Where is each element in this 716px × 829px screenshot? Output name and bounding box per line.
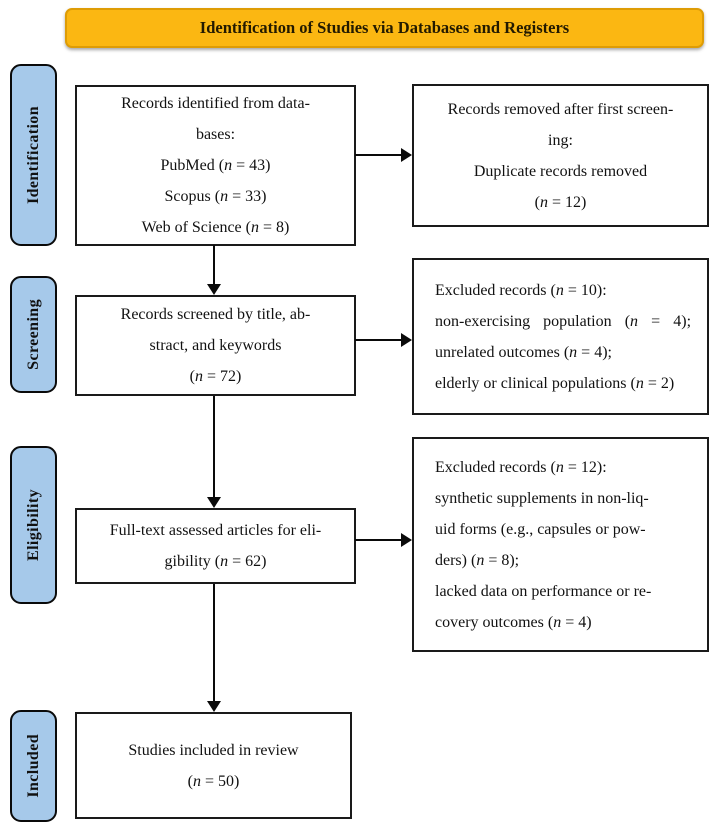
arrow-shaft: [355, 339, 401, 341]
text-line: elderly or clinical populations (n = 2): [435, 374, 675, 392]
arrow-shaft: [355, 154, 401, 156]
text-line: Scopus (n = 33): [164, 188, 267, 205]
text-line: covery outcomes (n = 4): [435, 613, 592, 631]
diagram-title: Identification of Studies via Databases …: [199, 18, 570, 37]
text-line: Records screened by title, ab-: [120, 306, 311, 323]
text-line: Records removed after first screen-: [447, 100, 674, 118]
stage-label-text: Eligibility: [24, 489, 42, 561]
arrow-down-icon: [207, 284, 221, 295]
text-line: gibility (n = 62): [164, 553, 267, 570]
text-line: Records identified from data-: [121, 95, 310, 112]
text-line: ing:: [548, 131, 573, 149]
diagram-title-banner: Identification of Studies via Databases …: [65, 8, 704, 48]
stage-label-text: Screening: [24, 299, 42, 370]
text-line: (n = 12): [534, 193, 587, 211]
text-line: lacked data on performance or re-: [435, 582, 652, 600]
arrow-shaft: [213, 584, 215, 701]
box-fulltext-assessed: Full-text assessed articles for eli-gibi…: [75, 508, 356, 584]
stage-label-included: Included: [10, 710, 57, 822]
box-excluded-records-screening: Excluded records (n = 10): non-exercising…: [412, 258, 709, 415]
text-line: Duplicate records removed: [473, 162, 648, 180]
arrow-right-icon: [401, 533, 412, 547]
text-line: Excluded records (n = 10):: [435, 281, 607, 299]
text-line: stract, and keywords: [149, 337, 282, 354]
text-line: PubMed (n = 43): [160, 157, 271, 174]
text-line: Studies included in review: [128, 741, 299, 759]
text-line: Web of Science (n = 8): [141, 219, 290, 236]
arrow-right-icon: [401, 333, 412, 347]
arrow-shaft: [213, 245, 215, 284]
stage-label-identification: Identification: [10, 64, 57, 246]
box-records-identified: Records identified from data-bases: PubMe…: [75, 85, 356, 246]
arrow-down-icon: [207, 497, 221, 508]
text-line: synthetic supplements in non-liq-: [435, 489, 649, 507]
stage-label-text: Identification: [24, 105, 42, 205]
arrow-down-icon: [207, 701, 221, 712]
text-line: (n = 72): [189, 368, 242, 385]
box-studies-included: Studies included in review (n = 50): [75, 712, 352, 819]
stage-label-eligibility: Eligibility: [10, 446, 57, 604]
text-line: Full-text assessed articles for eli-: [109, 522, 322, 539]
stage-label-screening: Screening: [10, 276, 57, 393]
text-line: ders) (n = 8);: [435, 551, 520, 569]
stage-label-text: Included: [24, 734, 42, 798]
box-records-removed-first-screening: Records removed after first screen-ing: D…: [412, 84, 709, 227]
text-line: uid forms (e.g., capsules or pow-: [435, 520, 646, 538]
box-excluded-records-eligibility: Excluded records (n = 12): synthetic supp…: [412, 437, 709, 652]
text-line: Excluded records (n = 12):: [435, 458, 607, 476]
arrow-shaft: [213, 396, 215, 497]
arrow-right-icon: [401, 148, 412, 162]
box-records-screened: Records screened by title, ab-stract, an…: [75, 295, 356, 396]
text-line: (n = 50): [187, 772, 240, 790]
text-line: bases:: [195, 126, 236, 143]
arrow-shaft: [355, 539, 401, 541]
text-line: unrelated outcomes (n = 4);: [435, 343, 612, 361]
text-line: non-exercising population (n = 4);: [435, 312, 692, 330]
